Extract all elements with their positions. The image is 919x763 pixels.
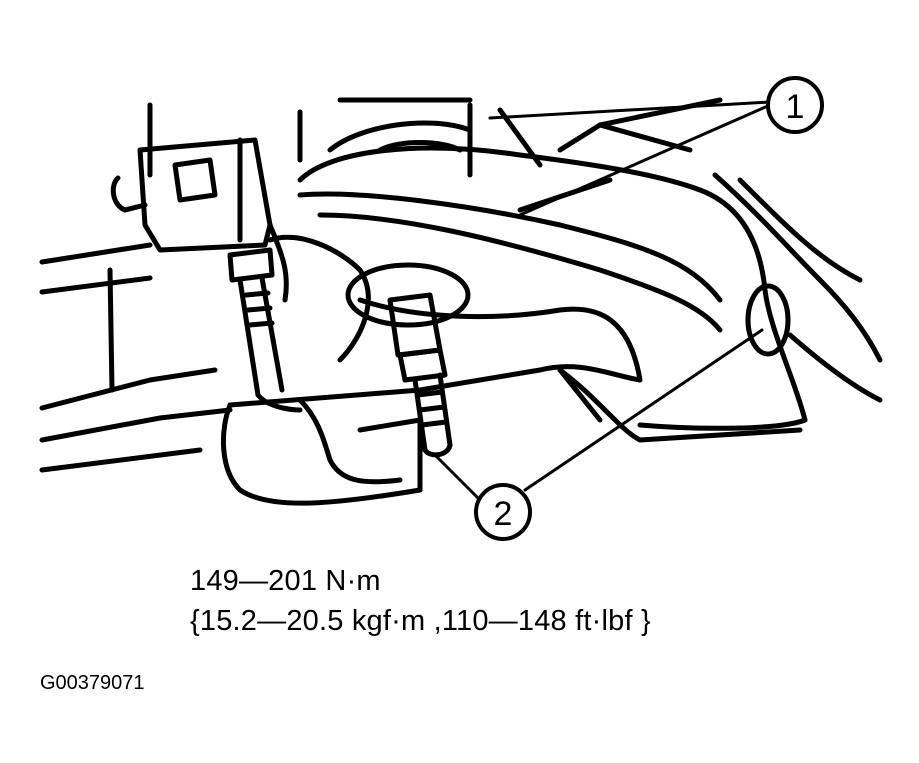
bolt-stud <box>387 292 453 458</box>
leader-line-2b <box>523 328 764 492</box>
chassis-lines <box>39 102 303 473</box>
lower-control-arm <box>220 234 803 506</box>
callout-1-label: 1 <box>786 88 805 126</box>
figure-id: G00379071 <box>40 672 145 694</box>
torque-spec-metric: 149—201 N·m <box>190 565 381 597</box>
steering-knuckle <box>110 137 289 303</box>
leader-line-1a <box>488 100 772 120</box>
callout-2-label: 2 <box>494 495 513 533</box>
bolt-left <box>227 247 303 413</box>
leader-lines <box>433 100 772 502</box>
leader-line-2a <box>433 453 482 502</box>
callout-2: 2 <box>474 483 532 541</box>
suspension-illustration: 1 2 <box>39 76 883 541</box>
leader-line-1b <box>518 103 772 217</box>
spring-seat <box>327 97 543 178</box>
torque-spec-alternate: {15.2—20.5 kgf·m ,110—148 ft·lbf } <box>190 605 651 637</box>
callout-1: 1 <box>766 76 824 134</box>
